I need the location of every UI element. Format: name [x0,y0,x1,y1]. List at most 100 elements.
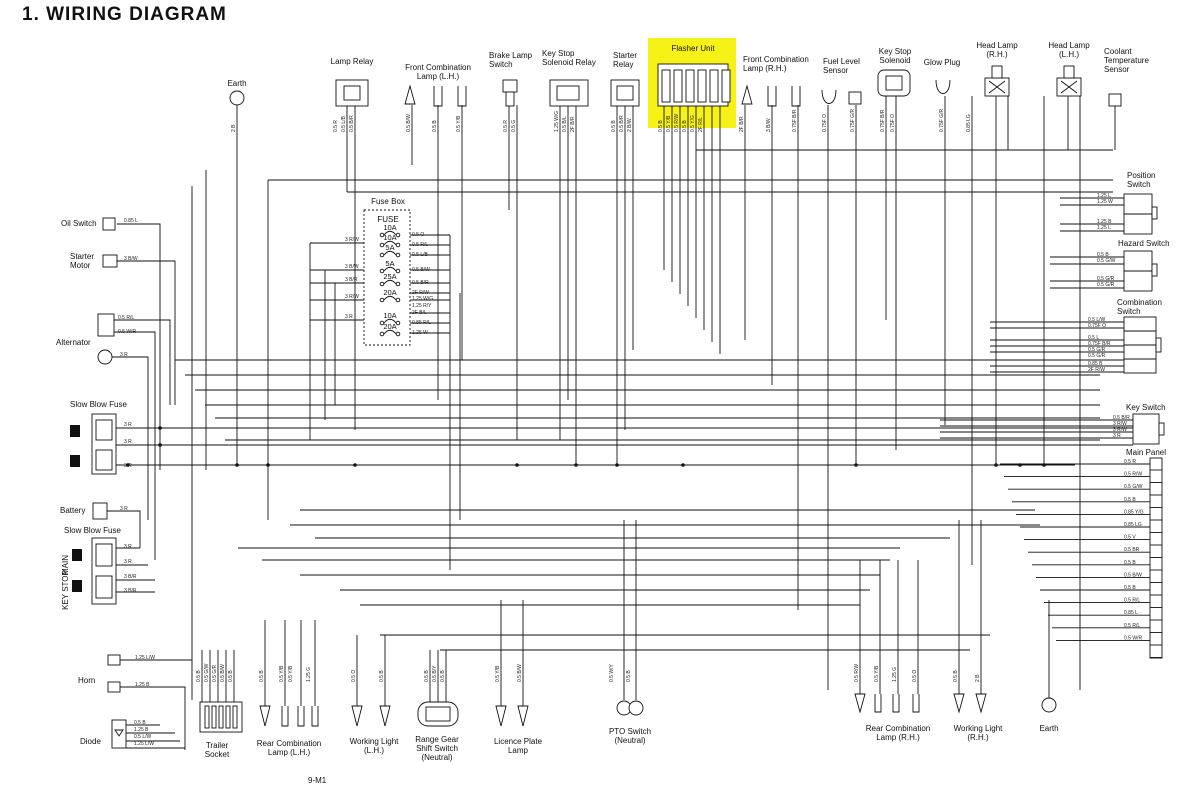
trailer-socket-pin [225,705,231,729]
wire-label-position: 1.25 L [1097,193,1111,199]
trailer-socket-pin [218,705,224,729]
junction-dot [515,463,519,467]
junction-dot [158,426,162,430]
wire-harness [107,96,1150,750]
label-pto-switch: PTO Switch(Neutral) [609,727,651,745]
wire-label-main-panel: 0.5 V [1124,535,1136,541]
wire-label-key: 3 R/W [1113,421,1127,427]
sbf2-terminal [72,580,82,592]
wire-label-bottom: 1.25 G [892,667,898,682]
wire-label-top: 0.5 Y/B [666,115,672,132]
junction-dot [126,463,130,467]
wire-label-main-panel: 0.5 R/L [1124,623,1140,629]
battery-body [92,502,108,520]
wire-label-top: 0.5 B [432,120,438,132]
wire-label-sbf1: 3 R [124,463,132,469]
label-head-lamp-rh: Head Lamp(R.H.) [976,41,1018,59]
rear-comb-rh-term [912,694,920,713]
label-working-light-lh: Working Light(L.H.) [350,737,400,755]
starter-motor-body [102,254,118,268]
wire-label-sbf2: 3 B/R [124,574,137,580]
wire-label-fuse-in: 3 R [345,314,353,320]
wire-label-hazard: 0.5 G/R [1097,276,1115,282]
sbf2-terminal [72,549,82,561]
junction-dot [681,463,685,467]
wire-labels: 0.5 O0.5 R/L0.5 L/B0.5 B/W0.5 B/R2F R/W1… [118,109,1144,747]
fuel-sensor-body [821,89,837,104]
range-gear-switch-core [425,706,451,722]
wire-label-main-panel: 0.5 B [1124,560,1136,566]
main-panel-body [1149,457,1163,659]
wire-label-bottom: 0.5 B [440,670,446,682]
wire-label-combination: 0.85 B [1088,361,1103,367]
label-alternator: Alternator [56,338,91,347]
wire-label-combination: 0.75F O [1088,323,1106,329]
wire-label-combination: 0.5 L/W [1088,317,1106,323]
wire-label-main-panel: 0.5 R/L [1124,598,1140,604]
wire-label-key: 3 R/W [1113,427,1127,433]
label-fuse-box: Fuse Box [371,197,405,206]
wire-label-top: 2F R/L [698,117,704,132]
fuse-rating: 10A [383,223,396,232]
fuse-contact [379,242,385,248]
wire-label-fuse-in: 3 B/W [345,264,359,270]
sbf1-terminal [70,425,80,437]
wire-label-top: 0.5 B/R [349,115,355,132]
junction-dot [353,463,357,467]
label-fuse: FUSE [377,215,398,224]
key-switch-body [1132,413,1160,445]
working-light-lh-bulb1 [351,705,363,727]
wire-label-hazard: 0.5 B [1097,252,1109,258]
fuse-contact [379,320,385,326]
licence-lamp-bulb1 [495,705,507,727]
fuse-contact [395,281,401,287]
fuse-element [383,240,397,246]
wire-label-top: 0.5 B [658,120,664,132]
key-stop-relay-coil [556,85,580,101]
wire-label-key: 3 R [1113,433,1121,439]
wire [117,223,161,470]
wire-label-fuse-in: 3 R/W [345,294,359,300]
wire-label-bottom: 0.5 Y/B [288,665,294,682]
working-light-lh-bulb2 [379,705,391,727]
wire-label-main-panel: 0.85 Y/G [1124,509,1144,515]
wire-label-top: 0.5 G [511,120,517,132]
label-main: MAIN [61,555,70,575]
wire-label-position: 1.25 W [1097,199,1113,205]
fuse-contact [395,252,401,258]
wire-label-top: 0.75F G/R [850,109,856,132]
working-light-rh-bulb1 [953,693,965,714]
flasher-unit-pin [685,69,695,103]
fuse-contact [395,297,401,303]
trailer-socket-pin [211,705,217,729]
wire-label-main-panel: 0.5 B [1124,585,1136,591]
flasher-unit-pin [697,69,707,103]
fuse-contact [395,268,401,274]
fuse-element [383,318,397,324]
wire-label-fuse-in: 3 B/R [345,277,358,283]
wire-label-horn: 1.25 L/W [135,655,155,661]
flasher-unit-pin [709,69,719,103]
wire-label-fuse-out: 1.25 R/Y [412,303,432,309]
wire-label-bottom: 0.5 O [912,670,918,682]
front-comb-rh-term2 [791,86,801,107]
wire-label-bottom: 0.5 B [196,670,202,682]
earth-bottom-symbol [1041,697,1057,713]
wire-label-combination: 0.5 L [1088,335,1099,341]
junction-dot [994,463,998,467]
wire-label-bottom: 0.5 R/W [854,664,860,682]
horn-terminal-2 [107,681,121,693]
trailer-socket-pin [232,705,238,729]
wire-label-main-panel: 0.5 R/W [1124,472,1142,478]
label-diode: Diode [80,737,101,746]
horn-terminal-1 [107,654,121,666]
fuse-contact [379,268,385,274]
wire-label-main-panel: 0.85 L [1124,610,1138,616]
